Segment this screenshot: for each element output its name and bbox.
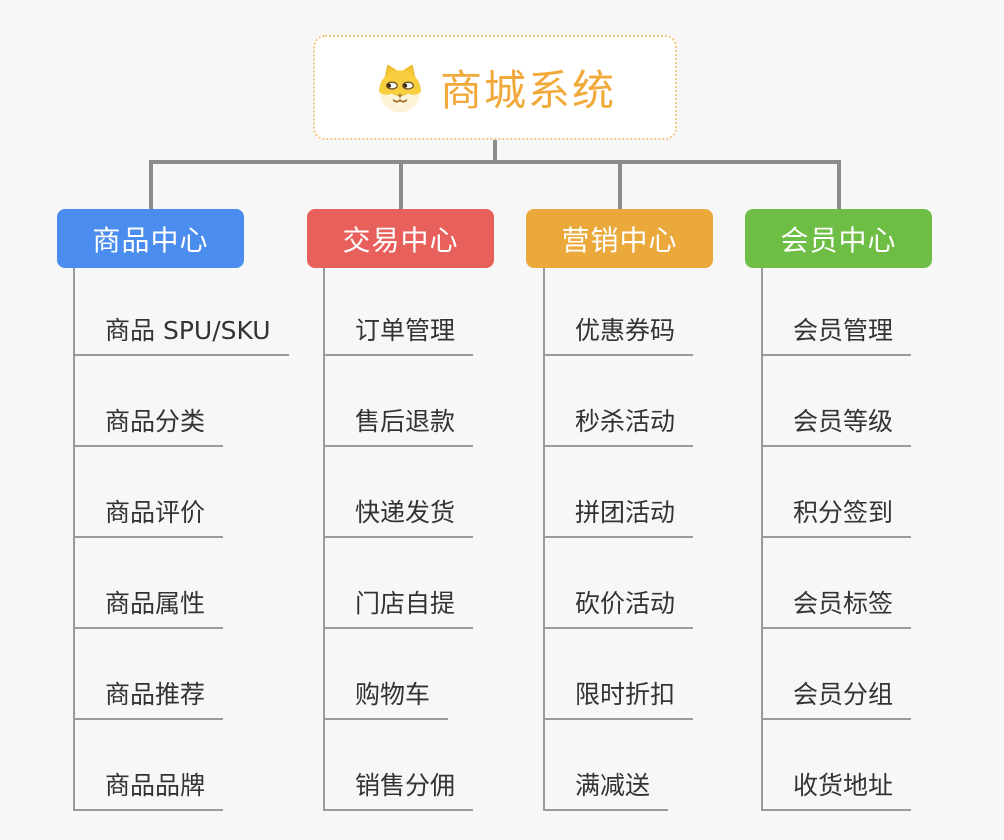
branch-node-member-center[interactable]: 会员中心 [745,209,932,268]
leaf-node[interactable]: 商品评价 [75,447,224,538]
root-node-label: 商城系统 [439,66,616,115]
connector-root-drop [493,138,497,164]
branch-node-marketing-center[interactable]: 营销中心 [526,209,713,268]
connector-drop-marketing [618,160,622,210]
leaf-node[interactable]: 收货地址 [763,720,912,811]
leaf-node-label: 门店自提 [355,589,456,618]
leaf-node-label: 秒杀活动 [575,407,676,436]
leaf-node-label: 商品 SPU/SKU [105,316,271,345]
leaf-node[interactable]: 优惠券码 [545,265,694,356]
leaf-node-label: 销售分佣 [355,771,456,800]
leaf-node-label: 订单管理 [355,316,456,345]
leaf-node[interactable]: 订单管理 [325,265,474,356]
leaf-node[interactable]: 拼团活动 [545,447,694,538]
leaf-node-label: 售后退款 [355,407,456,436]
branch-node-trade-center[interactable]: 交易中心 [307,209,494,268]
leaf-node[interactable]: 商品推荐 [75,629,224,720]
connector-drop-product [149,160,153,210]
leaf-node-label: 收货地址 [793,771,894,800]
leaf-node[interactable]: 会员等级 [763,356,912,447]
leaf-node[interactable]: 售后退款 [325,356,474,447]
leaf-node-label: 积分签到 [793,498,894,527]
leaf-node[interactable]: 砍价活动 [545,538,694,629]
branch-children-marketing: 优惠券码 秒杀活动 拼团活动 砍价活动 限时折扣 满减送 [543,265,694,811]
leaf-node[interactable]: 满减送 [545,720,669,811]
leaf-node-label: 商品分类 [105,407,206,436]
leaf-node[interactable]: 会员分组 [763,629,912,720]
leaf-node-label: 购物车 [355,680,431,709]
branch-children-trade: 订单管理 售后退款 快递发货 门店自提 购物车 销售分佣 [323,265,474,811]
leaf-node-label: 商品品牌 [105,771,206,800]
leaf-node[interactable]: 会员管理 [763,265,912,356]
leaf-node[interactable]: 销售分佣 [325,720,474,811]
leaf-node[interactable]: 限时折扣 [545,629,694,720]
leaf-node[interactable]: 积分签到 [763,447,912,538]
leaf-node-label: 会员分组 [793,680,894,709]
leaf-node-label: 会员标签 [793,589,894,618]
leaf-node[interactable]: 商品 SPU/SKU [75,265,289,356]
leaf-node[interactable]: 商品品牌 [75,720,224,811]
connector-bus [149,160,841,164]
connector-drop-member [837,160,841,210]
leaf-node-label: 会员等级 [793,407,894,436]
leaf-node-label: 商品属性 [105,589,206,618]
leaf-node-label: 砍价活动 [575,589,676,618]
leaf-node[interactable]: 商品属性 [75,538,224,629]
branch-children-member: 会员管理 会员等级 积分签到 会员标签 会员分组 收货地址 [761,265,912,811]
leaf-node-label: 商品推荐 [105,680,206,709]
branch-children-product: 商品 SPU/SKU 商品分类 商品评价 商品属性 商品推荐 商品品牌 [73,265,289,811]
leaf-node-label: 快递发货 [355,498,456,527]
leaf-node[interactable]: 秒杀活动 [545,356,694,447]
leaf-node-label: 拼团活动 [575,498,676,527]
leaf-node[interactable]: 门店自提 [325,538,474,629]
leaf-node-label: 满减送 [575,771,651,800]
root-node[interactable]: 商城系统 [313,35,677,140]
connector-drop-trade [399,160,403,210]
leaf-node-label: 限时折扣 [575,680,676,709]
leaf-node-label: 会员管理 [793,316,894,345]
leaf-node[interactable]: 购物车 [325,629,449,720]
leaf-node-label: 商品评价 [105,498,206,527]
leaf-node-label: 优惠券码 [575,316,676,345]
leaf-node[interactable]: 快递发货 [325,447,474,538]
leaf-node[interactable]: 商品分类 [75,356,224,447]
leaf-node[interactable]: 会员标签 [763,538,912,629]
branch-node-product-center[interactable]: 商品中心 [57,209,244,268]
dog-face-icon [374,63,426,113]
